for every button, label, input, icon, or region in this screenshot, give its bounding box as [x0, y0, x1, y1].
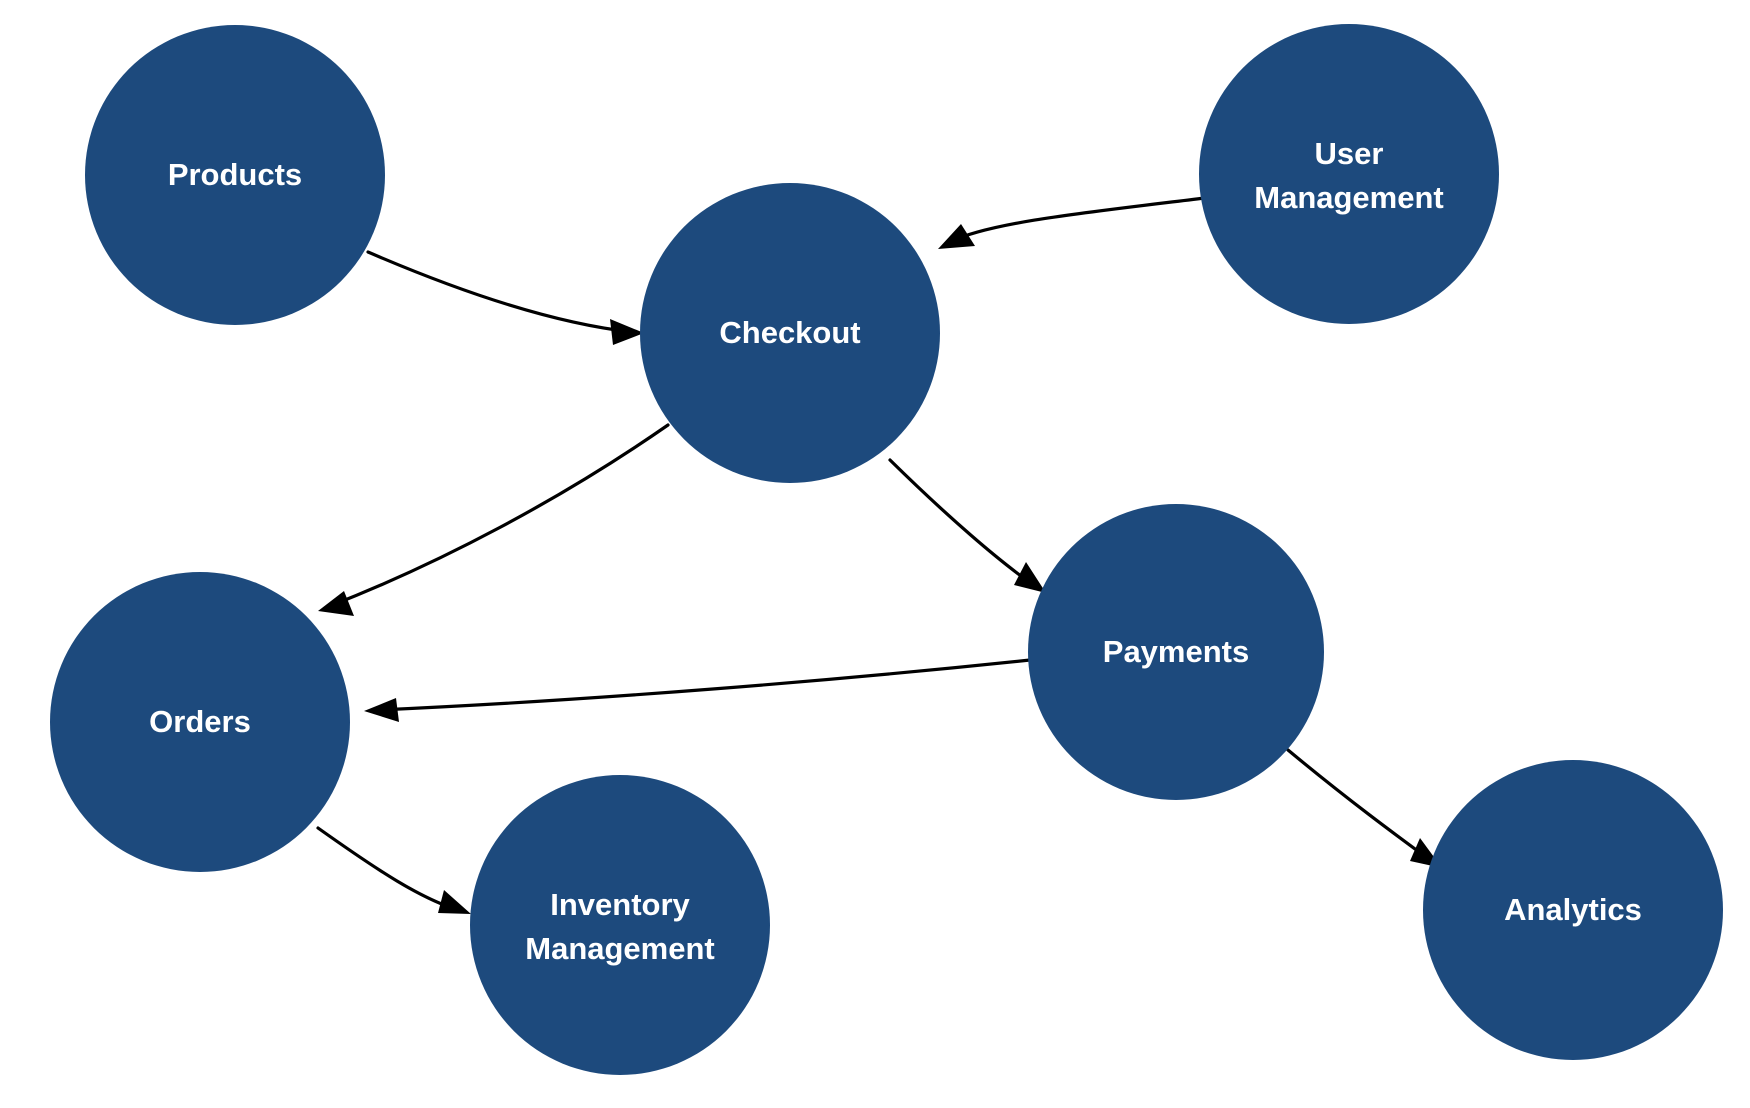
edge-payments-orders-line — [376, 658, 1032, 712]
node-inventory-management[interactable]: Inventory Management — [470, 775, 770, 1075]
node-orders[interactable]: Orders — [50, 572, 350, 872]
node-inventory-management-circle[interactable] — [470, 775, 770, 1075]
edge-products-checkout-line — [366, 250, 634, 334]
edge-checkout-orders[interactable] — [318, 423, 670, 616]
node-orders-circle[interactable] — [50, 572, 350, 872]
edge-orders-inventory-arrowhead — [438, 890, 471, 914]
edge-checkout-payments-line — [888, 458, 1037, 588]
edge-payments-orders-arrowhead — [364, 698, 399, 722]
node-products-circle[interactable] — [85, 25, 385, 325]
node-analytics-circle[interactable] — [1423, 760, 1723, 1060]
node-analytics[interactable]: Analytics — [1423, 760, 1723, 1060]
edge-payments-analytics-line — [1286, 748, 1432, 862]
node-layer: Products Checkout User Management Orders… — [50, 24, 1723, 1075]
node-products[interactable]: Products — [85, 25, 385, 325]
node-user-management-circle[interactable] — [1199, 24, 1499, 324]
edge-products-checkout-arrowhead — [610, 319, 644, 345]
edge-orders-inventory[interactable] — [316, 826, 471, 914]
node-user-management[interactable]: User Management — [1199, 24, 1499, 324]
edge-checkout-orders-arrowhead — [318, 591, 354, 616]
node-payments-circle[interactable] — [1028, 504, 1324, 800]
edge-payments-analytics[interactable] — [1286, 748, 1442, 868]
edge-products-checkout[interactable] — [366, 250, 644, 345]
edge-usermgmt-checkout-line — [948, 196, 1207, 244]
node-payments[interactable]: Payments — [1028, 504, 1324, 800]
node-checkout-circle[interactable] — [640, 183, 940, 483]
node-checkout[interactable]: Checkout — [640, 183, 940, 483]
edge-checkout-payments[interactable] — [888, 458, 1046, 593]
edge-checkout-payments-arrowhead — [1014, 562, 1046, 593]
edge-checkout-orders-line — [328, 423, 670, 608]
edge-usermgmt-checkout-arrowhead — [938, 224, 975, 249]
edge-orders-inventory-line — [316, 826, 460, 912]
edge-usermgmt-checkout[interactable] — [938, 196, 1207, 249]
edge-payments-orders[interactable] — [364, 658, 1032, 722]
